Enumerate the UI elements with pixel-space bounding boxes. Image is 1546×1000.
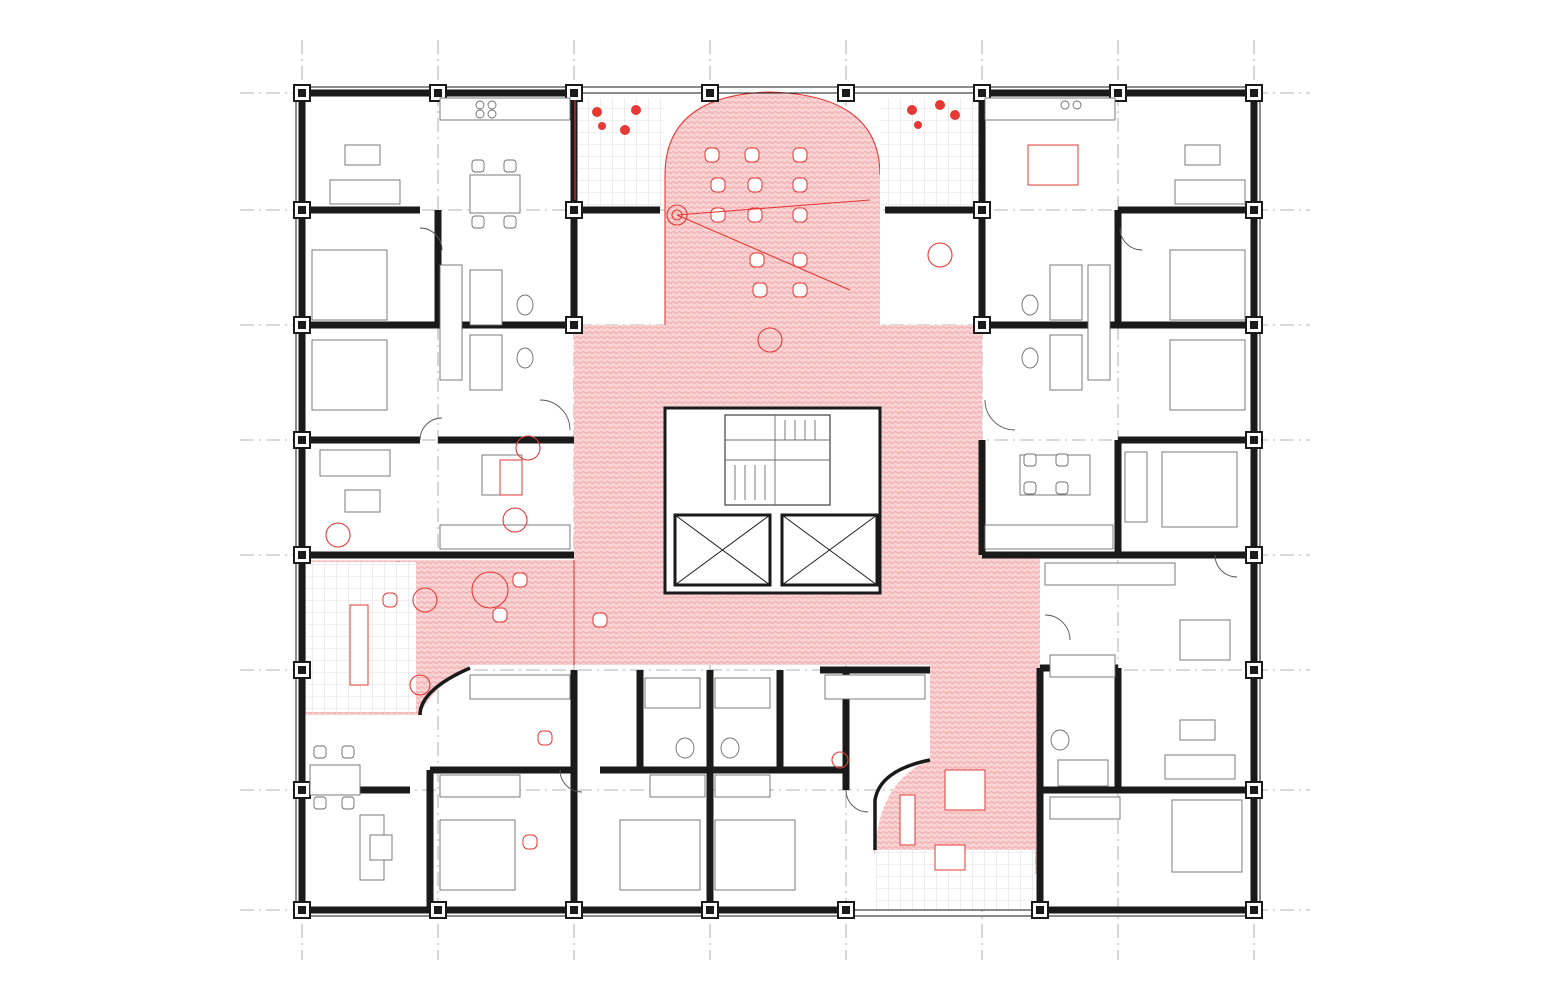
plant-icon [592, 100, 960, 135]
furniture [309, 97, 1246, 891]
stair-treads [725, 415, 830, 505]
doors [419, 227, 1238, 813]
shared-furniture [325, 100, 1079, 871]
interior-walls [302, 93, 1254, 910]
terraces [306, 98, 1035, 910]
building-core [663, 406, 882, 595]
